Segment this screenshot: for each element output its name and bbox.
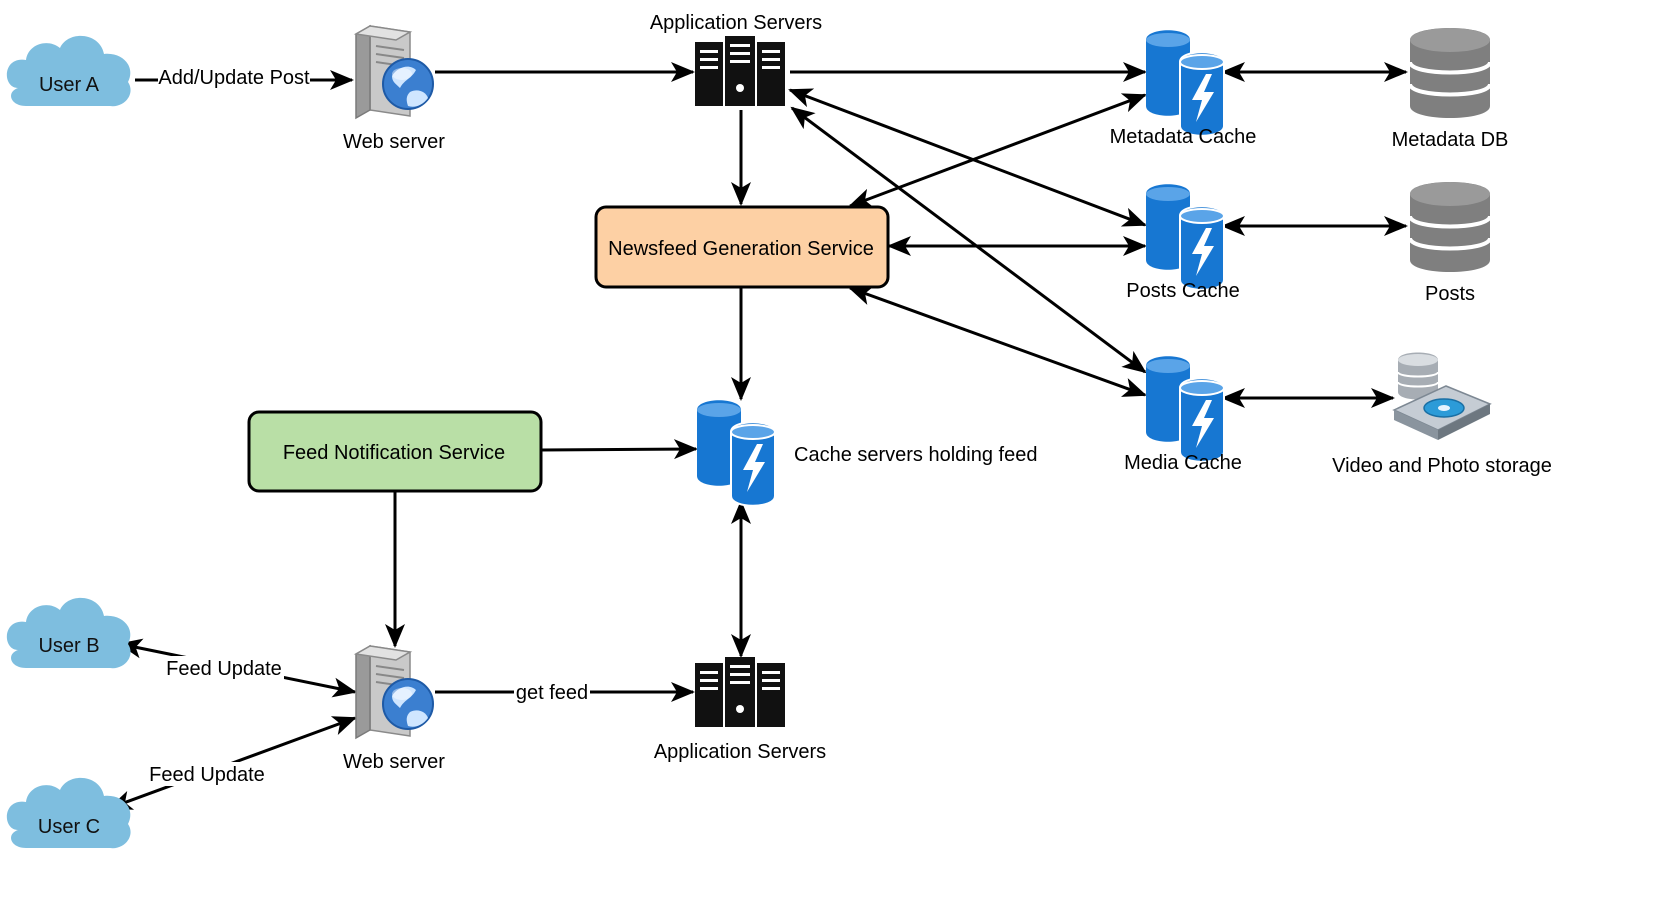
- feed-cache-node: Cache servers holding feed: [696, 399, 1037, 507]
- posts-db-node: Posts: [1408, 180, 1492, 305]
- newsfeed-service-label: Newsfeed Generation Service: [608, 238, 874, 260]
- posts-cache-label: Posts Cache: [1126, 280, 1239, 302]
- cache-cylinder-icon: [1145, 355, 1225, 463]
- user-c-node: User C: [6, 777, 131, 849]
- edge-newsfeed-media: [848, 286, 1147, 397]
- edge-labels: Add/Update Post Feed Update Feed Update …: [147, 66, 590, 786]
- posts-cache-node: Posts Cache: [1126, 183, 1240, 302]
- user-b-node: User B: [6, 597, 131, 669]
- feed-cache-label: Cache servers holding feed: [794, 444, 1037, 466]
- web-server-bottom-label: Web server: [343, 751, 445, 773]
- app-servers-top-node: Application Servers: [650, 12, 822, 106]
- media-cache-node: Media Cache: [1124, 355, 1242, 474]
- web-server-top-node: Web server: [343, 25, 445, 153]
- app-servers-top-label: Application Servers: [650, 12, 822, 34]
- edge-app-posts: [788, 88, 1147, 227]
- cache-cylinder-icon: [1145, 183, 1225, 291]
- cache-cylinder-icon: [1145, 29, 1225, 137]
- user-a-label: User A: [39, 74, 100, 96]
- app-servers-bottom-node: Application Servers: [654, 657, 826, 763]
- edge-label-add-update-post: Add/Update Post: [158, 67, 310, 89]
- edge-label-feed-update-b: Feed Update: [166, 658, 282, 680]
- posts-db-label: Posts: [1425, 283, 1475, 305]
- edge-metadata-newsfeed: [848, 93, 1147, 208]
- user-a-node: User A: [6, 35, 131, 107]
- storage-drive-icon: [1393, 351, 1491, 441]
- user-b-label: User B: [38, 635, 99, 657]
- feed-notification-service-node: Feed Notification Service: [247, 410, 543, 493]
- edge-label-feed-update-c: Feed Update: [149, 764, 265, 786]
- user-c-label: User C: [38, 816, 100, 838]
- web-server-top-label: Web server: [343, 131, 445, 153]
- web-server-globe-icon: [355, 645, 434, 739]
- cloud-icon: [6, 597, 131, 669]
- media-storage-node: Video and Photo storage: [1332, 351, 1552, 477]
- web-server-bottom-node: Web server: [343, 645, 445, 773]
- database-icon: [1408, 180, 1492, 274]
- media-storage-label: Video and Photo storage: [1332, 455, 1552, 477]
- media-cache-label: Media Cache: [1124, 452, 1242, 474]
- metadata-cache-label: Metadata Cache: [1110, 126, 1257, 148]
- edge-notification-feedcache: [540, 439, 698, 460]
- metadata-db-node: Metadata DB: [1392, 26, 1509, 151]
- edge-label-get-feed: get feed: [516, 682, 588, 704]
- server-rack-icon: [695, 36, 785, 106]
- metadata-cache-node: Metadata Cache: [1110, 29, 1257, 148]
- app-servers-bottom-label: Application Servers: [654, 741, 826, 763]
- web-server-globe-icon: [355, 25, 434, 119]
- metadata-db-label: Metadata DB: [1392, 129, 1509, 151]
- notification-service-label: Feed Notification Service: [283, 442, 505, 464]
- newsfeed-generation-service-node: Newsfeed Generation Service: [594, 205, 890, 289]
- database-icon: [1408, 26, 1492, 120]
- cache-cylinder-icon: [696, 399, 776, 507]
- server-rack-icon: [695, 657, 785, 727]
